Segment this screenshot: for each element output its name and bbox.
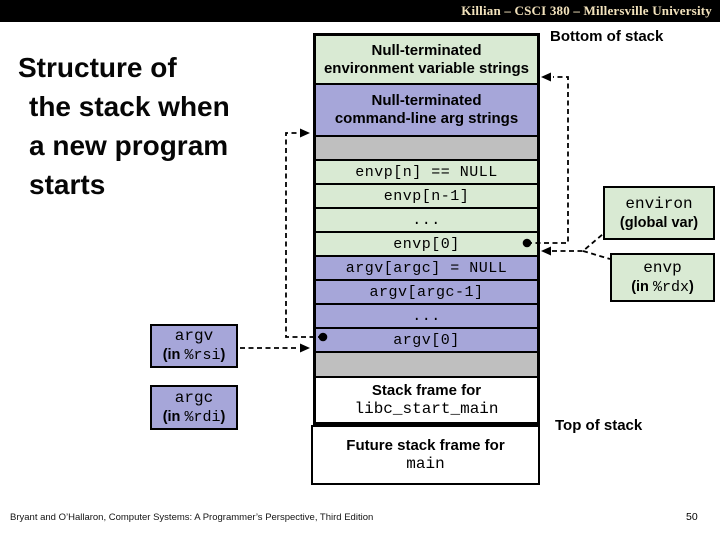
attribution-text: Bryant and O’Hallaron, Computer Systems:… xyxy=(10,512,374,523)
arg-strings-line1: Null-terminated xyxy=(371,92,482,109)
argc-desc: (in %rdi) xyxy=(163,408,226,427)
envp-name: envp xyxy=(643,258,682,277)
stack-row-argv-0: argv[0] xyxy=(316,329,537,353)
argv-desc-prefix: (in xyxy=(162,347,185,363)
environ-name: environ xyxy=(625,194,693,213)
envp-desc-suffix: ) xyxy=(688,278,694,295)
argv-desc-suffix: ) xyxy=(220,347,226,363)
envp-desc: (in %rdx) xyxy=(631,278,694,297)
argv-box: argv (in %rsi) xyxy=(150,324,238,368)
argv-name: argv xyxy=(174,327,214,345)
stack-row-argv-null: argv[argc] = NULL xyxy=(316,257,537,281)
arrowhead-arg-strings xyxy=(300,128,310,138)
page-number: 50 xyxy=(686,511,698,523)
future-main-frame: Future stack frame for main xyxy=(311,425,540,485)
arrowhead-argv0 xyxy=(300,343,310,353)
stack-arg-strings-block: Null-terminated command-line arg strings xyxy=(316,85,537,137)
environ-envp-junction-line xyxy=(552,233,604,252)
argc-desc-prefix: (in xyxy=(162,408,185,425)
stack-row-envp-0: envp[0] xyxy=(316,233,537,257)
arg-strings-line2: command-line arg strings xyxy=(334,110,519,127)
arrowhead-envp0 xyxy=(541,246,551,256)
environ-box: environ (global var) xyxy=(603,186,715,240)
slide-title-line: Structure of xyxy=(18,52,177,83)
future-frame-line1: Future stack frame for xyxy=(346,437,505,454)
argc-desc-suffix: ) xyxy=(220,408,226,425)
slide-title: Structure of the stack when a new progra… xyxy=(18,48,230,204)
slide-title-line: starts xyxy=(29,169,106,200)
stack-spacer-block xyxy=(316,353,537,378)
stack-libc-frame: Stack frame for libc_start_main xyxy=(316,378,537,422)
stack-diagram: Null-terminated environment variable str… xyxy=(313,33,540,425)
stack-spacer-block xyxy=(316,137,537,161)
arrowhead-env-strings xyxy=(541,72,551,82)
stack-row-envp-n-1: envp[n-1] xyxy=(316,185,537,209)
envp-box: envp (in %rdx) xyxy=(610,253,715,302)
env-strings-line1: Null-terminated xyxy=(371,41,482,59)
argc-register: %rdi xyxy=(184,408,221,426)
stack-row-argv-ellipsis: ... xyxy=(316,305,537,329)
slide-title-line: the stack when xyxy=(29,91,230,122)
libc-frame-line2: libc_start_main xyxy=(354,400,499,418)
envp-register: %rdx xyxy=(652,278,689,296)
course-header-text: Killian – CSCI 380 – Millersville Univer… xyxy=(461,3,712,18)
future-frame-line2: main xyxy=(406,455,445,473)
libc-frame-line1: Stack frame for xyxy=(371,382,482,399)
stack-row-envp-null: envp[n] == NULL xyxy=(316,161,537,185)
slide-title-line: a new program xyxy=(29,130,229,161)
argv-register: %rsi xyxy=(184,347,221,364)
envp-desc-prefix: (in xyxy=(631,278,653,295)
env-strings-line2: environment variable strings xyxy=(323,59,530,77)
argc-name: argc xyxy=(174,388,214,407)
envp-junction-line xyxy=(582,250,611,260)
environ-desc: (global var) xyxy=(619,214,699,231)
bottom-of-stack-label: Bottom of stack xyxy=(550,28,664,45)
stack-env-strings-block: Null-terminated environment variable str… xyxy=(316,36,537,85)
stack-row-argv-argc-1: argv[argc-1] xyxy=(316,281,537,305)
stack-row-envp-ellipsis: ... xyxy=(316,209,537,233)
argc-box: argc (in %rdi) xyxy=(150,385,238,430)
argv-desc: (in %rsi) xyxy=(163,346,226,365)
header-bar: Killian – CSCI 380 – Millersville Univer… xyxy=(0,0,720,22)
top-of-stack-label: Top of stack xyxy=(555,417,643,434)
